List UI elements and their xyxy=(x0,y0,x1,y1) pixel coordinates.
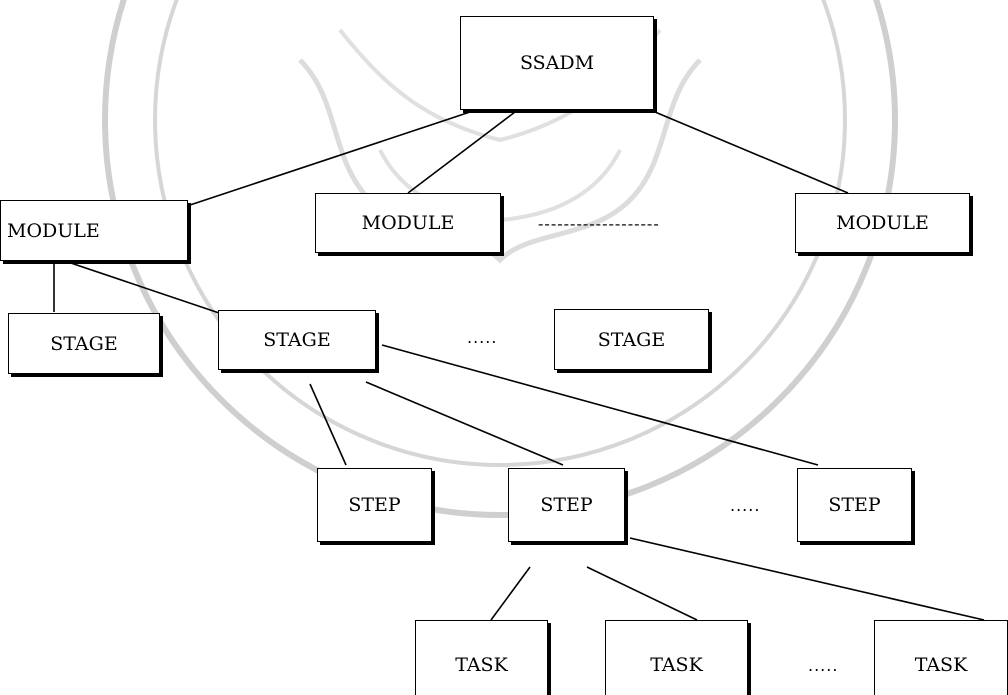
stage-label: STAGE xyxy=(50,332,118,355)
step-box-2: STEP xyxy=(508,468,625,542)
step-box-1: STEP xyxy=(317,468,432,542)
module-continuation-dashes: ------------------- xyxy=(538,214,660,233)
connector-stage-step-2 xyxy=(365,381,564,466)
stage-continuation-dots: ..... xyxy=(467,328,498,347)
task-label: TASK xyxy=(455,654,508,676)
module-box-1: MODULE xyxy=(0,200,188,261)
task-label: TASK xyxy=(650,654,703,676)
connector-stage-step-1 xyxy=(309,383,347,466)
module-label: MODULE xyxy=(7,219,100,242)
connector-root-module-1 xyxy=(189,111,471,206)
connector-module-stage-2 xyxy=(55,257,235,319)
ssadm-box: SSADM xyxy=(460,16,654,110)
task-label: TASK xyxy=(914,654,968,676)
connector-step-task-1 xyxy=(490,566,531,621)
step-continuation-dots: ..... xyxy=(730,496,761,515)
step-label: STEP xyxy=(828,494,881,516)
stage-label: STAGE xyxy=(597,328,666,351)
step-box-3: STEP xyxy=(797,468,912,542)
connector-stage-step-3 xyxy=(381,344,819,466)
stage-box-3: STAGE xyxy=(554,309,709,370)
stage-label: STAGE xyxy=(263,329,331,351)
task-box-3: TASK xyxy=(874,620,1008,695)
stage-box-2: STAGE xyxy=(218,310,376,370)
connector-root-module-2 xyxy=(407,111,516,194)
module-label: MODULE xyxy=(361,212,455,234)
connector-step-task-2 xyxy=(586,566,698,621)
task-continuation-dots: ..... xyxy=(808,656,839,675)
step-label: STEP xyxy=(540,494,593,516)
stage-box-1: STAGE xyxy=(8,313,160,374)
module-box-2: MODULE xyxy=(315,193,501,253)
connector-root-module-3 xyxy=(654,111,849,194)
module-box-3: MODULE xyxy=(795,193,970,253)
step-label: STEP xyxy=(348,494,401,516)
ssadm-label: SSADM xyxy=(519,52,595,74)
task-box-1: TASK xyxy=(415,620,548,695)
module-label: MODULE xyxy=(836,212,929,234)
task-box-2: TASK xyxy=(605,620,748,695)
connector-step-task-3 xyxy=(629,537,985,621)
